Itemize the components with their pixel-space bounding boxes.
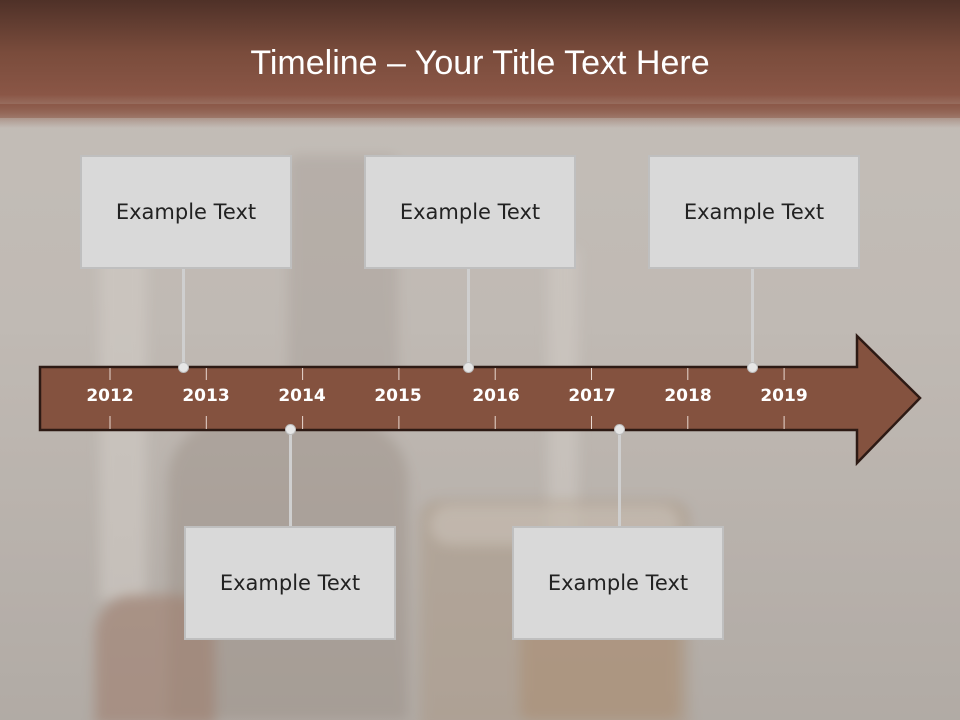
connector-dot <box>614 424 625 435</box>
text-box-top-3[interactable]: Example Text <box>648 155 860 269</box>
connector-line <box>467 268 470 366</box>
year-label: 2015 <box>374 386 422 406</box>
year-label: 2018 <box>664 386 712 406</box>
timeline-ticks <box>109 368 785 429</box>
text-box-bottom-2[interactable]: Example Text <box>512 526 724 640</box>
connector-dot <box>747 362 758 373</box>
title-bar-fade <box>0 104 960 128</box>
text-box-top-2[interactable]: Example Text <box>364 155 576 269</box>
connector-dot <box>463 362 474 373</box>
year-label: 2013 <box>182 386 230 406</box>
text-box-bottom-1[interactable]: Example Text <box>184 526 396 640</box>
year-label: 2014 <box>278 386 326 406</box>
connector-dot <box>178 362 189 373</box>
connector-line <box>751 268 754 366</box>
connector-line <box>182 268 185 366</box>
year-label: 2017 <box>568 386 616 406</box>
slide-title[interactable]: Timeline – Your Title Text Here <box>250 44 710 82</box>
year-label: 2019 <box>760 386 808 406</box>
title-bar <box>0 0 960 118</box>
connector-line <box>289 430 292 528</box>
year-label: 2016 <box>472 386 520 406</box>
year-label: 2012 <box>86 386 134 406</box>
timeline-arrow-shape <box>38 333 922 467</box>
connector-line <box>618 430 621 528</box>
text-box-top-1[interactable]: Example Text <box>80 155 292 269</box>
connector-dot <box>285 424 296 435</box>
